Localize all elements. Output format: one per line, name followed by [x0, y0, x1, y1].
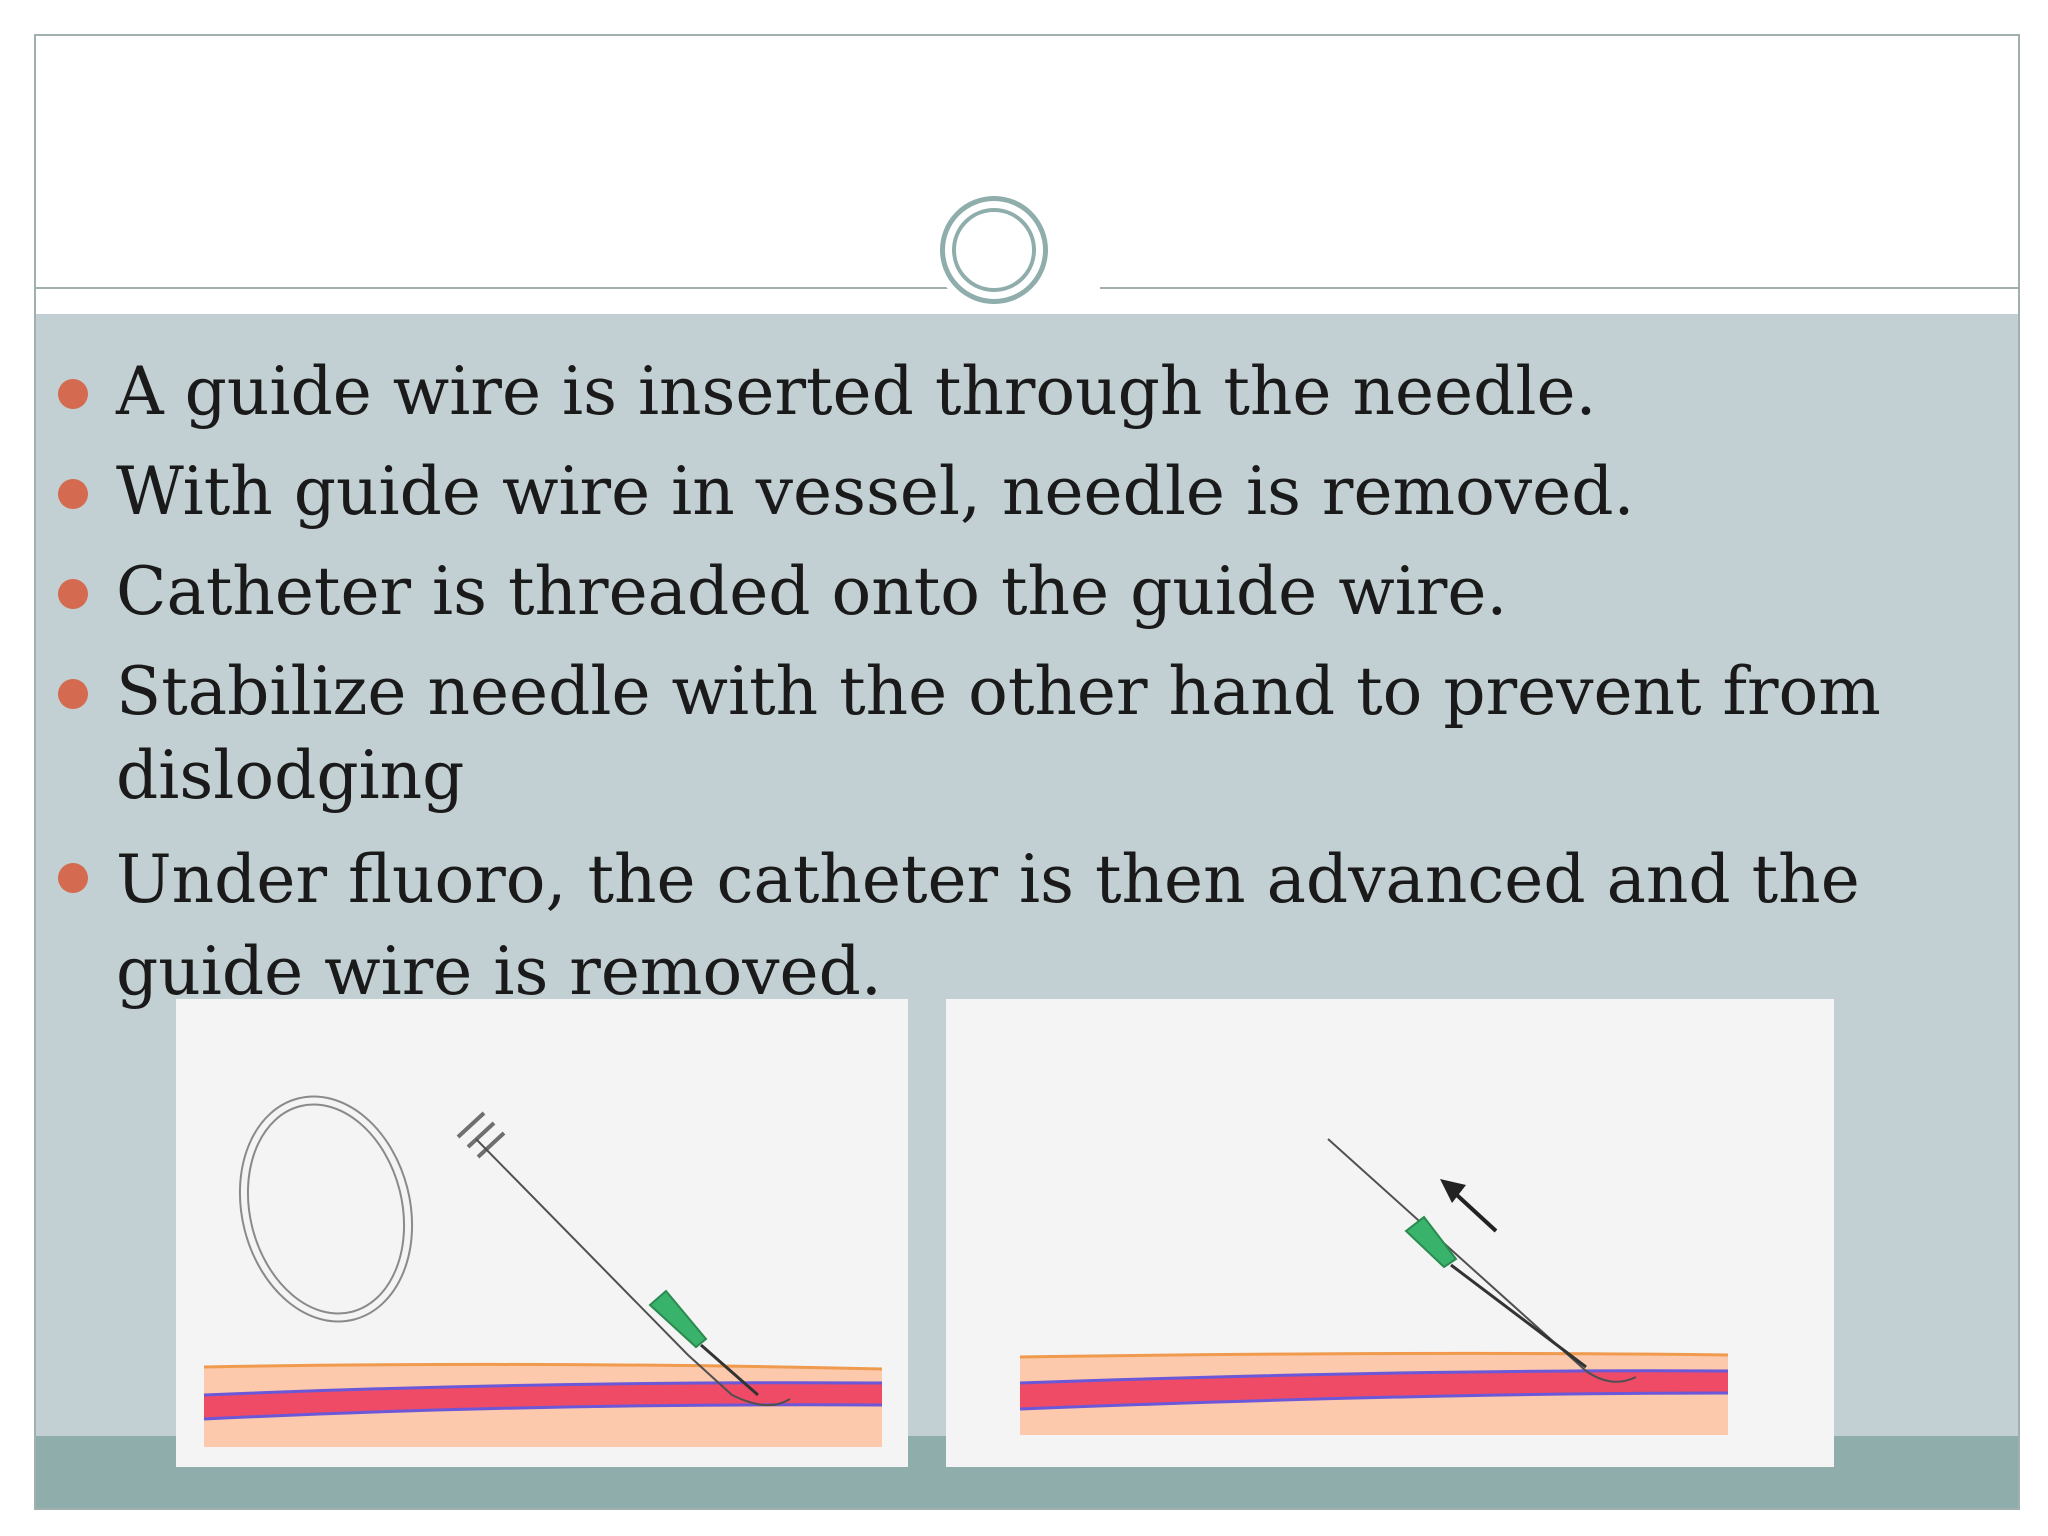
needle-removal-svg: [946, 999, 1834, 1467]
bullet-text: With guide wire in vessel, needle is rem…: [116, 453, 1635, 530]
guide-wire: [475, 1138, 791, 1406]
bullet-item: A guide wire is inserted through the nee…: [0, 350, 1940, 434]
bullet-text: Under fluoro, the catheter is then advan…: [116, 841, 1860, 1010]
bullet-text: A guide wire is inserted through the nee…: [116, 353, 1597, 430]
guide-wire-insertion-illustration: [176, 999, 908, 1467]
skin-line: [1019, 1351, 1729, 1359]
wire-clips: [456, 1111, 506, 1159]
bullet-item: Stabilize needle with the other hand to …: [0, 650, 1940, 818]
guide-wire: [1327, 1138, 1637, 1383]
vessel: [1020, 1370, 1728, 1409]
bullet-dot-icon: [58, 679, 88, 709]
bullet-item: Catheter is threaded onto the guide wire…: [0, 550, 1940, 634]
bullet-list: A guide wire is inserted through the nee…: [0, 350, 1940, 1018]
skin-line: [203, 1362, 883, 1371]
guide-wire-insertion-svg: [176, 999, 908, 1467]
bullet-dot-icon: [58, 579, 88, 609]
needle-hub: [1404, 1215, 1458, 1269]
bullet-dot-icon: [58, 863, 88, 893]
vessel: [204, 1382, 882, 1419]
needle-removal-illustration: [946, 999, 1834, 1467]
needle-shaft: [1450, 1263, 1587, 1369]
vessel-wall-top: [203, 1381, 883, 1397]
vessel-wall-top: [1019, 1369, 1729, 1385]
bullet-item: With guide wire in vessel, needle is rem…: [0, 450, 1940, 534]
bullet-dot-icon: [58, 379, 88, 409]
header-divider-left: [36, 287, 961, 289]
vessel-wall-bottom: [203, 1403, 883, 1421]
circle-ornament-inner: [952, 208, 1036, 292]
circle-ornament-icon: [940, 196, 1048, 304]
bullet-dot-icon: [58, 479, 88, 509]
guide-wire-loop-inner: [240, 1097, 412, 1321]
header-divider-right: [1100, 287, 2018, 289]
bullet-text: Stabilize needle with the other hand to …: [116, 653, 1881, 814]
arrow-up-left-icon: [1440, 1179, 1466, 1203]
vessel-wall-bottom: [1019, 1391, 1729, 1411]
needle-shaft: [700, 1343, 759, 1397]
bullet-item: Under fluoro, the catheter is then advan…: [0, 834, 1940, 1018]
needle-hub: [648, 1289, 708, 1349]
bullet-text: Catheter is threaded onto the guide wire…: [116, 553, 1508, 630]
